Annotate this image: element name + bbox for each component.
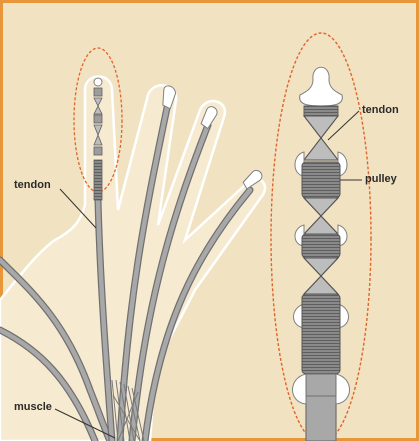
label-pulley: pulley: [365, 174, 397, 185]
zoomed-tendon-shaft: [306, 395, 336, 441]
label-tendon-right: tendon: [362, 105, 399, 116]
label-muscle: muscle: [14, 402, 52, 413]
zoomed-pulley: [302, 162, 340, 198]
label-tendon-left: tendon: [14, 180, 51, 191]
